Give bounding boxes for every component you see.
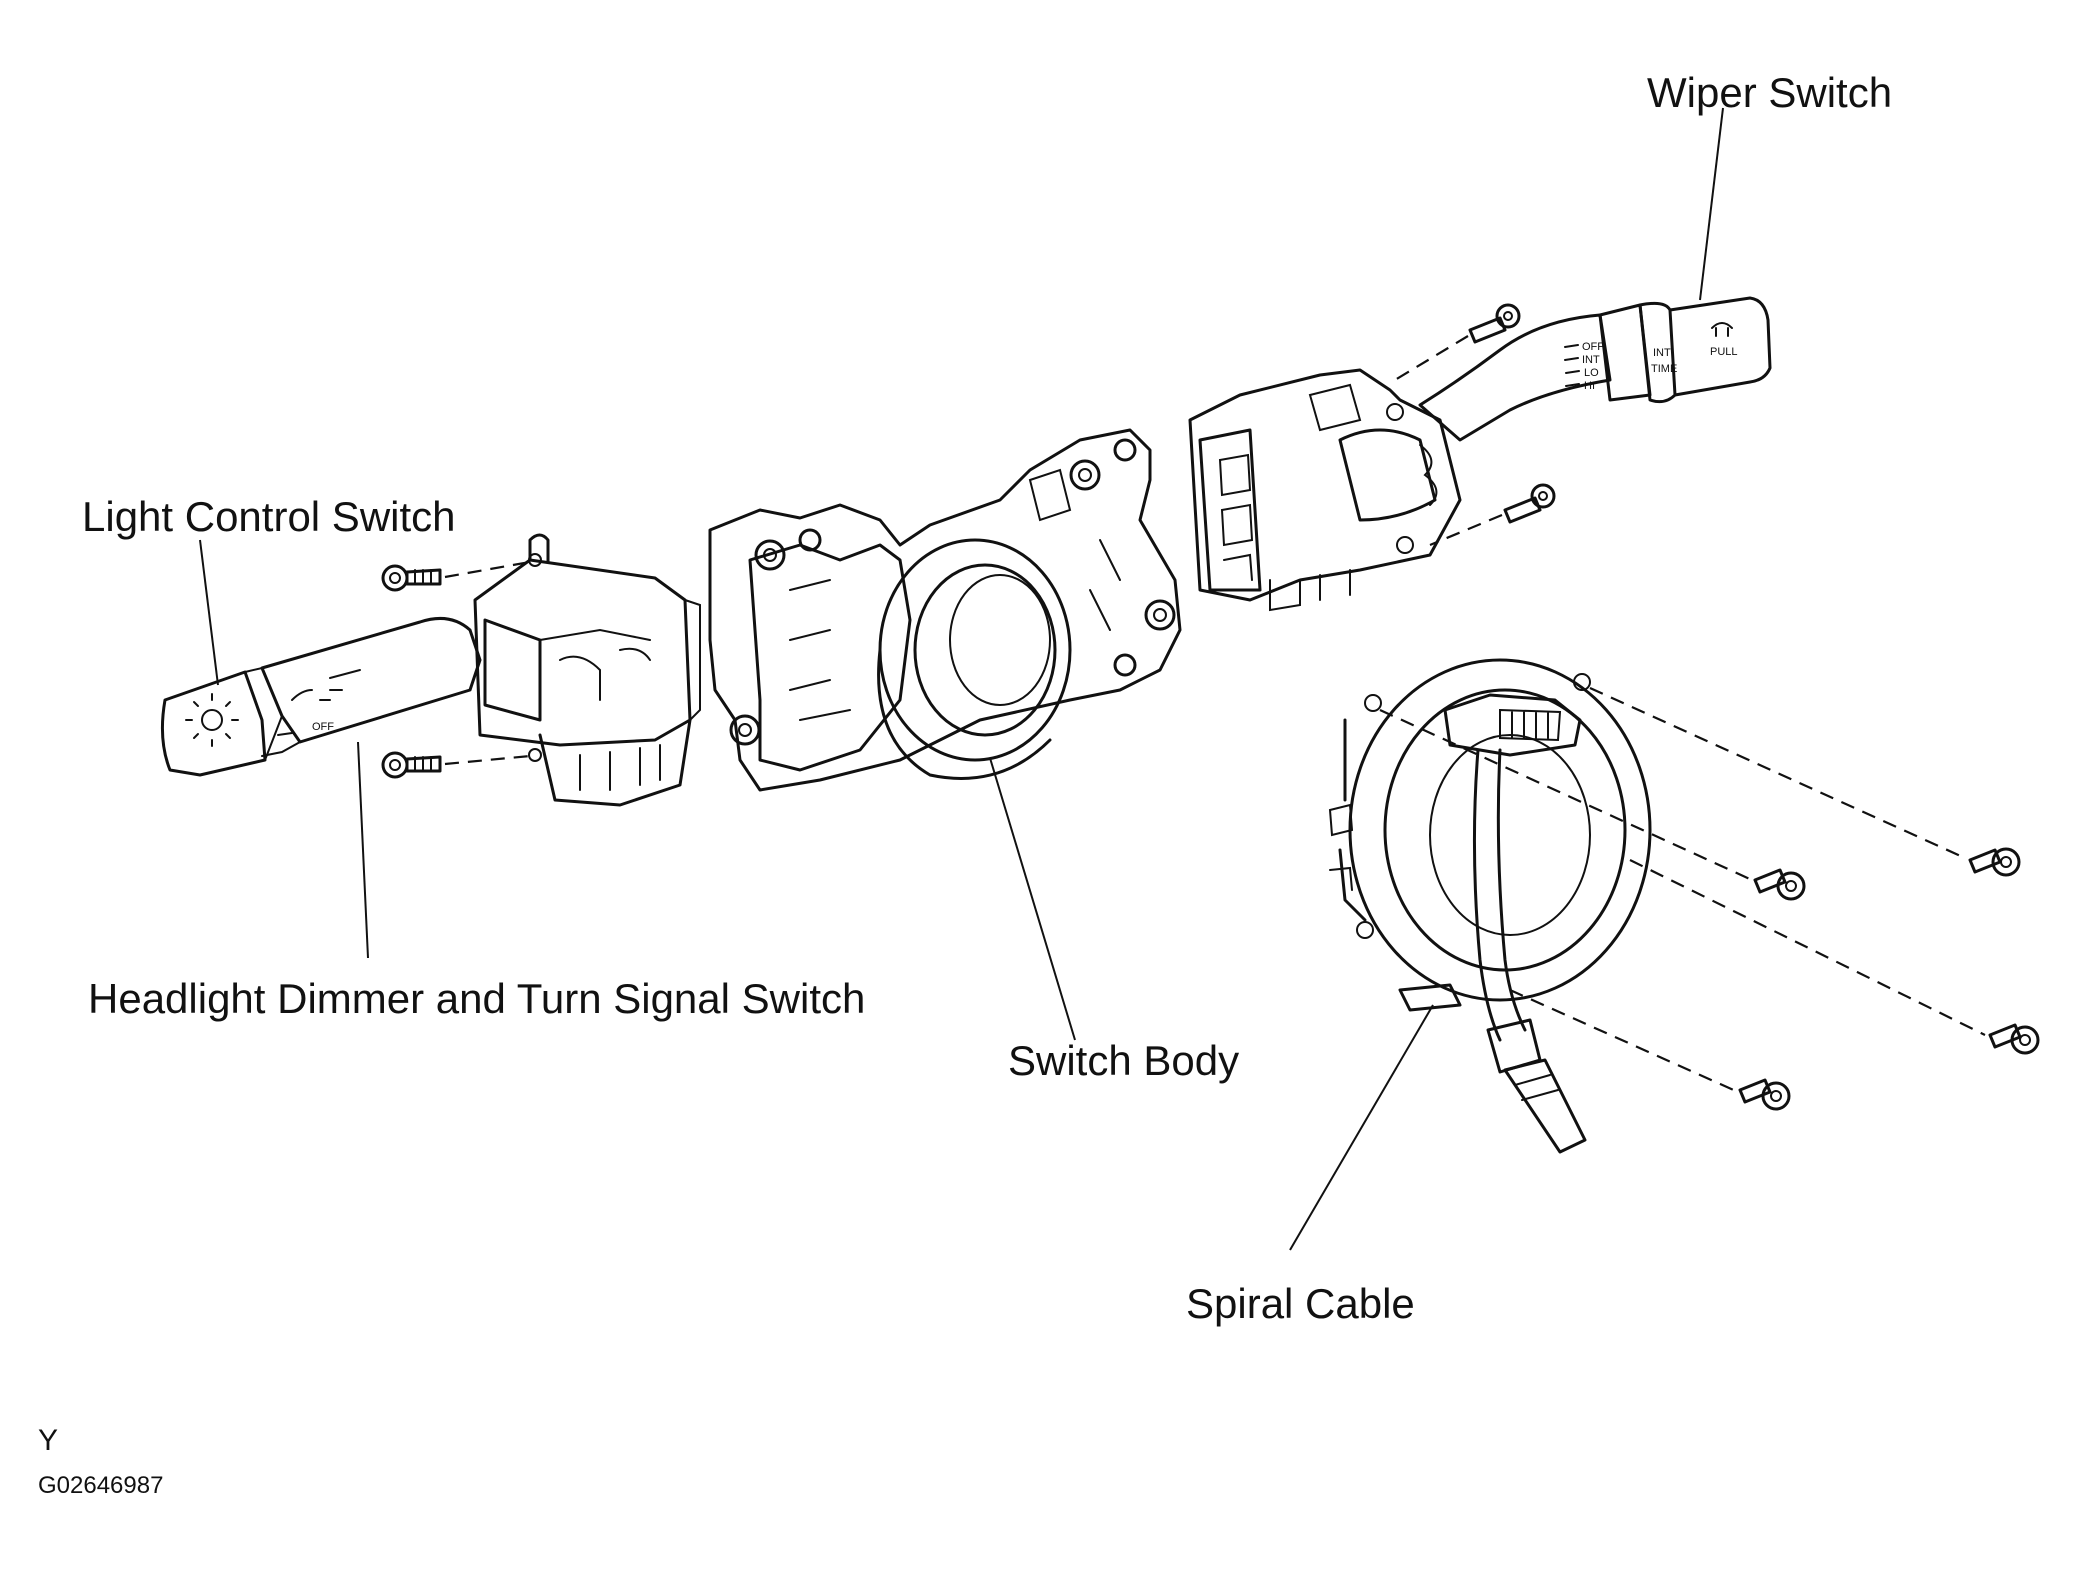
washer-symbol-icon bbox=[1711, 322, 1733, 337]
wiper-pull-marking: PULL bbox=[1710, 346, 1738, 358]
leader-lines bbox=[199, 107, 1724, 1251]
headlight-dimmer-turn-signal-switch-label: Headlight Dimmer and Turn Signal Switch bbox=[88, 975, 866, 1022]
wiper-switch-leader bbox=[1699, 107, 1724, 301]
code-letter: Y bbox=[38, 1424, 59, 1457]
switch-body-frame bbox=[708, 428, 1182, 792]
spiral-screw-2 bbox=[1753, 868, 1806, 901]
switch-body-label: Switch Body bbox=[1008, 1037, 1240, 1084]
light-off-marking: OFF bbox=[312, 721, 334, 733]
spiral-cable-part bbox=[1328, 658, 1652, 1154]
switch-body-part bbox=[708, 428, 1182, 792]
spiral-screw-3 bbox=[1988, 1023, 2040, 1055]
wiper-position-markings: OFF INT LO HI INT TIME PULL bbox=[1564, 322, 1738, 392]
spiral-cable-plug bbox=[1503, 1058, 1587, 1154]
spiral-cable-label: Spiral Cable bbox=[1186, 1280, 1415, 1327]
switch-body-leader bbox=[989, 757, 1076, 1041]
switch-body-column-ring bbox=[878, 538, 1072, 762]
screw-lower-left bbox=[381, 751, 442, 779]
headlight-dimmer-turn-signal-switch-part: OFF bbox=[160, 533, 701, 807]
wiper-int-marking: INT bbox=[1582, 354, 1600, 366]
spiral-cable-leader bbox=[1289, 1004, 1434, 1251]
headlight-symbol-icon bbox=[201, 709, 223, 731]
spiral-cable-harness bbox=[1472, 748, 1502, 1042]
wiper-lever bbox=[1418, 313, 1612, 442]
figure-id: G02646987 bbox=[38, 1472, 164, 1499]
wiper-int-time-marking: INT bbox=[1653, 347, 1671, 359]
turn-signal-lever bbox=[260, 616, 482, 744]
spiral-cable-connector bbox=[1443, 693, 1582, 757]
wiper-time-marking: TIME bbox=[1651, 363, 1677, 375]
wiper-switch-housing bbox=[1188, 368, 1462, 602]
light-control-knob bbox=[160, 670, 267, 777]
wiper-lo-marking: LO bbox=[1584, 367, 1599, 379]
wiper-off-marking: OFF bbox=[1582, 341, 1604, 353]
wiper-switch-part: OFF INT LO HI INT TIME PULL bbox=[1188, 296, 1772, 612]
light-control-switch-label: Light Control Switch bbox=[82, 493, 456, 540]
wiper-switch-label: Wiper Switch bbox=[1647, 69, 1893, 116]
spiral-screw-1 bbox=[1968, 847, 2021, 877]
light-control-switch-leader bbox=[199, 539, 219, 686]
screw-upper-left bbox=[381, 564, 442, 592]
screw-lower-right bbox=[1503, 483, 1556, 524]
wiper-lever-tip bbox=[1668, 296, 1772, 397]
headlight-dimmer-leader bbox=[357, 741, 369, 959]
screw-upper-right bbox=[1468, 303, 1521, 344]
wiper-hi-marking: HI bbox=[1584, 380, 1595, 392]
spiral-screw-4 bbox=[1738, 1078, 1791, 1111]
dimmer-switch-housing bbox=[473, 558, 692, 747]
